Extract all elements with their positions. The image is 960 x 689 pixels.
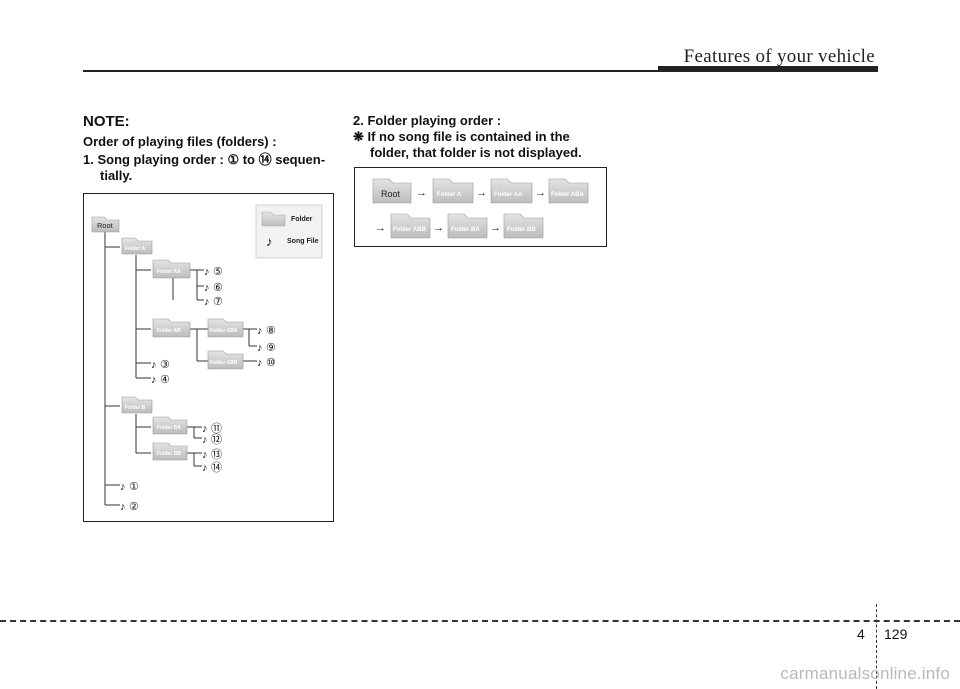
- song-7-number: ⑦: [213, 296, 223, 308]
- folder-abb-label: Folder ABB: [210, 360, 238, 366]
- order-arrow-3: →: [535, 187, 546, 199]
- order-arrow-1: →: [416, 187, 427, 199]
- order-folder-a: Folder A: [432, 178, 474, 204]
- song-13-number: ⑬: [211, 448, 222, 461]
- folder-b-label: Folder B: [125, 405, 146, 411]
- folder-order-line2: ❋ If no song file is contained in the: [353, 129, 570, 144]
- song-9-number: ⑨: [266, 342, 276, 354]
- folder-root-label: Root: [97, 221, 114, 230]
- folder-ba-label: Folder BA: [157, 425, 181, 431]
- song-10-number: ⑩: [266, 357, 276, 369]
- song-12-note-icon: ♪: [202, 434, 208, 446]
- order-folder-bb: Folder BB: [503, 213, 544, 239]
- song-6-number: ⑥: [213, 282, 223, 294]
- legend-song-label: Song File: [287, 238, 319, 245]
- folder-aba: Folder ABA: [207, 318, 244, 338]
- folder-tree-svg: Folder ♪ Song File Root Folder A Folder …: [91, 204, 323, 513]
- order-folder-aa: Folder AA: [490, 178, 533, 204]
- folder-aba-label: Folder ABA: [210, 328, 238, 334]
- song-order-line2: tially.: [100, 168, 133, 183]
- song-4-note-icon: ♪: [151, 374, 157, 386]
- folder-aa-label: Folder AA: [157, 269, 181, 275]
- song-2-note-icon: ♪: [120, 501, 126, 513]
- song-10-note-icon: ♪: [257, 357, 263, 369]
- order-root-label: Root: [381, 189, 401, 199]
- section-header: Features of your vehicle: [683, 46, 875, 67]
- order-arrow-2: →: [476, 187, 487, 199]
- folder-order-line3: folder, that folder is not displayed.: [370, 145, 582, 160]
- song-1-note-icon: ♪: [120, 481, 126, 493]
- order-folder-bb-label: Folder BB: [507, 227, 536, 233]
- order-folder-ba-label: Folder BA: [451, 227, 480, 233]
- song-5-note-icon: ♪: [204, 266, 210, 278]
- order-folder-abb: Folder ABB: [390, 213, 431, 239]
- song-3-number: ③: [160, 359, 170, 371]
- song-9-note-icon: ♪: [257, 342, 263, 354]
- folder-b: Folder B: [121, 396, 153, 414]
- legend-folder-label: Folder: [291, 216, 313, 223]
- folder-ba: Folder BA: [152, 416, 188, 435]
- song-1-number: ①: [129, 481, 139, 493]
- folder-a: Folder A: [121, 237, 153, 255]
- order-arrow-4: →: [375, 222, 386, 234]
- folder-ab: Folder AB: [152, 318, 191, 338]
- song-6-note-icon: ♪: [204, 282, 210, 294]
- order-arrow-6: →: [490, 222, 501, 234]
- order-folder-aba: Folder ABA: [548, 178, 589, 204]
- song-4-number: ④: [160, 374, 170, 386]
- song-order-item: 1. Song playing order : ① to ⑭ sequen- t…: [83, 152, 338, 184]
- header-rule-accent: [658, 66, 878, 72]
- folder-abb: Folder ABB: [207, 350, 244, 370]
- song-12-number: ⑫: [211, 433, 222, 446]
- order-folder-abb-label: Folder ABB: [393, 227, 426, 233]
- watermark: carmanualsonline.info: [780, 664, 950, 683]
- song-2-number: ②: [129, 501, 139, 513]
- footer-separator: [876, 604, 877, 689]
- order-arrow-5: →: [433, 222, 444, 234]
- folder-tree-diagram: Folder ♪ Song File Root Folder A Folder …: [83, 193, 334, 522]
- song-11-note-icon: ♪: [202, 423, 208, 435]
- header-rule: [83, 70, 878, 72]
- song-3-note-icon: ♪: [151, 359, 157, 371]
- order-folder-a-label: Folder A: [437, 192, 462, 198]
- song-5-number: ⑤: [213, 266, 223, 278]
- order-folder-aba-label: Folder ABA: [551, 192, 584, 198]
- folder-a-label: Folder A: [125, 246, 145, 252]
- song-order-line1: 1. Song playing order : ① to ⑭ sequen-: [83, 152, 326, 167]
- chapter-number: 4: [857, 626, 865, 642]
- folder-bb: Folder BB: [152, 442, 188, 461]
- song-11-number: ⑪: [211, 422, 222, 435]
- folder-aa: Folder AA: [152, 259, 191, 279]
- note-title: NOTE:: [83, 113, 130, 130]
- folder-order-line1: 2. Folder playing order :: [353, 113, 502, 128]
- order-folder-aa-label: Folder AA: [494, 192, 523, 198]
- tree-legend: Folder ♪ Song File: [255, 204, 323, 259]
- song-8-note-icon: ♪: [257, 325, 263, 337]
- note-subtitle: Order of playing files (folders) :: [83, 134, 277, 149]
- folder-bb-label: Folder BB: [157, 451, 181, 457]
- page-number: 129: [884, 626, 908, 642]
- order-folder-ba: Folder BA: [447, 213, 488, 239]
- folder-ab-label: Folder AB: [157, 328, 181, 334]
- legend-note-icon: ♪: [266, 234, 273, 249]
- folder-order-diagram: Root → Folder A → Folder AA → Folder ABA…: [354, 167, 607, 247]
- order-root: Root: [372, 178, 412, 204]
- song-14-number: ⑭: [211, 461, 222, 474]
- song-13-note-icon: ♪: [202, 449, 208, 461]
- footer-rule: [0, 620, 960, 622]
- folder-order-svg: Root → Folder A → Folder AA → Folder ABA…: [372, 178, 589, 239]
- song-7-note-icon: ♪: [204, 296, 210, 308]
- song-14-note-icon: ♪: [202, 462, 208, 474]
- folder-root: Root: [91, 216, 120, 233]
- legend-folder-icon: [261, 211, 286, 227]
- folder-order-item: 2. Folder playing order : ❋ If no song f…: [353, 113, 608, 161]
- song-8-number: ⑧: [266, 325, 276, 337]
